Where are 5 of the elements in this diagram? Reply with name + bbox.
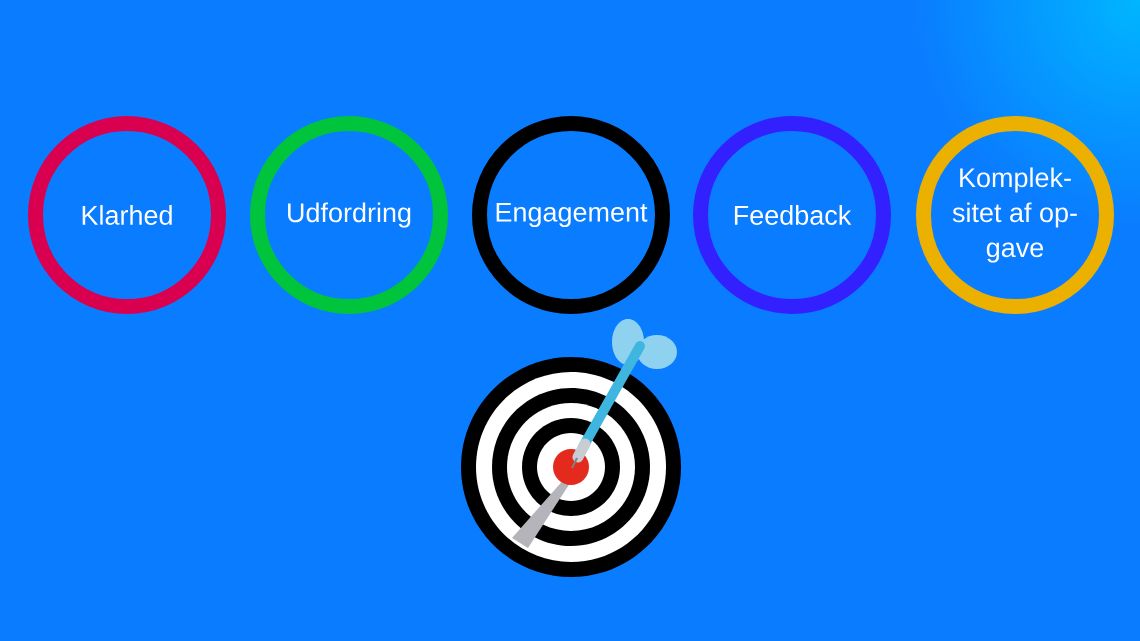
- circle-node: Komplek- sitet af op- gave: [916, 116, 1114, 314]
- circle-node: Udfordring: [250, 116, 448, 314]
- circle-node: Engagement: [472, 116, 670, 314]
- circle-node: Feedback: [693, 116, 891, 314]
- circle-node: Klarhed: [28, 116, 226, 314]
